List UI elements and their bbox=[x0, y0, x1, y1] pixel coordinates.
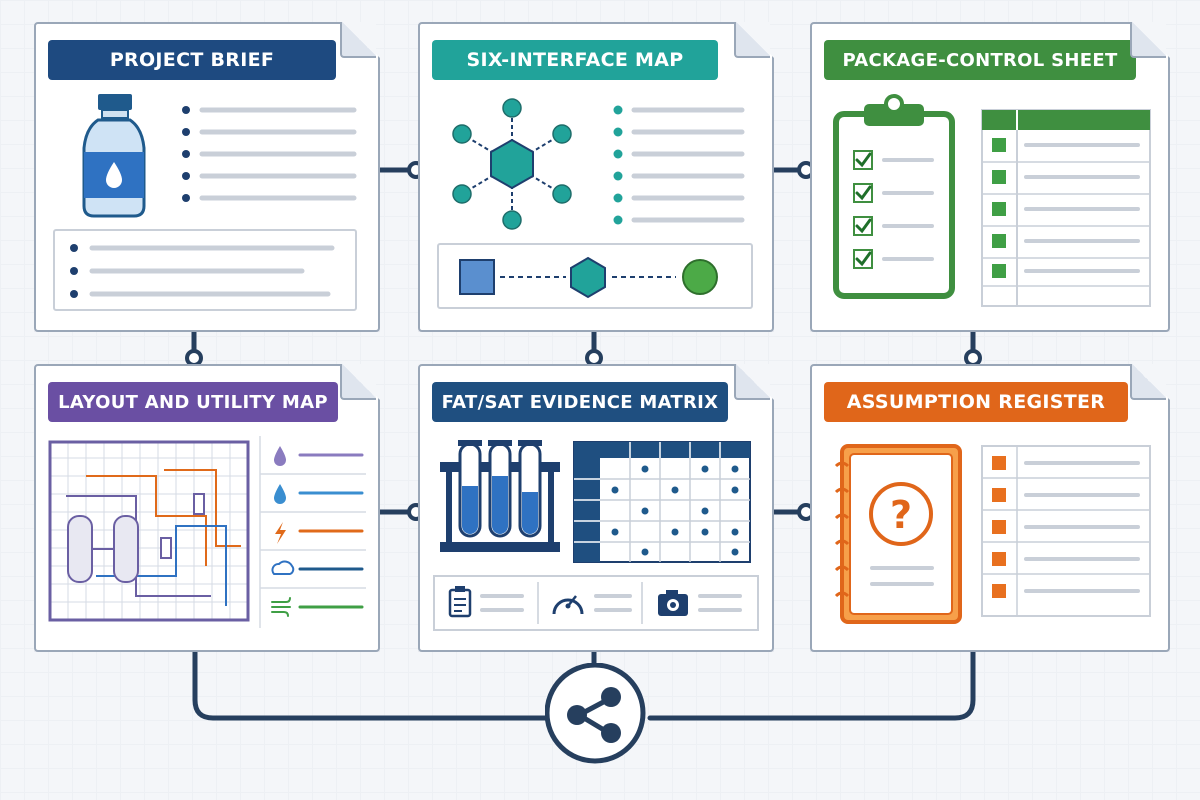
connector-node bbox=[185, 349, 203, 367]
page-fold bbox=[734, 22, 770, 58]
card-title: LAYOUT AND UTILITY MAP bbox=[48, 382, 338, 422]
assumption-register-card[interactable]: ASSUMPTION REGISTER ? bbox=[810, 364, 1170, 652]
card-title: ASSUMPTION REGISTER bbox=[824, 382, 1128, 422]
water-bottle-icon bbox=[36, 24, 378, 330]
card-title: PROJECT BRIEF bbox=[48, 40, 336, 80]
floor-plan-icon bbox=[36, 366, 378, 650]
share-icon[interactable] bbox=[545, 663, 653, 771]
page-fold bbox=[734, 364, 770, 400]
package-control-sheet-card[interactable]: PACKAGE-CONTROL SHEET bbox=[810, 22, 1170, 332]
layout-and-utility-map-card[interactable]: LAYOUT AND UTILITY MAP bbox=[34, 364, 380, 652]
page-fold bbox=[1130, 364, 1166, 400]
connector-node bbox=[585, 349, 603, 367]
connector-node bbox=[964, 349, 982, 367]
card-title: FAT/SAT EVIDENCE MATRIX bbox=[432, 382, 728, 422]
project-brief-card[interactable]: PROJECT BRIEF bbox=[34, 22, 380, 332]
card-title: PACKAGE-CONTROL SHEET bbox=[824, 40, 1136, 80]
hexagon-network-icon bbox=[420, 24, 772, 330]
test-tubes-icon bbox=[420, 366, 772, 650]
page-fold bbox=[340, 364, 376, 400]
question-notebook-icon: ? bbox=[812, 366, 1168, 650]
page-fold bbox=[1130, 22, 1166, 58]
fat-sat-evidence-matrix-card[interactable]: FAT/SAT EVIDENCE MATRIX bbox=[418, 364, 774, 652]
six-interface-map-card[interactable]: SIX-INTERFACE MAP bbox=[418, 22, 774, 332]
clipboard-checklist-icon bbox=[812, 24, 1168, 330]
card-title: SIX-INTERFACE MAP bbox=[432, 40, 718, 80]
page-fold bbox=[340, 22, 376, 58]
svg-text:?: ? bbox=[890, 493, 912, 537]
